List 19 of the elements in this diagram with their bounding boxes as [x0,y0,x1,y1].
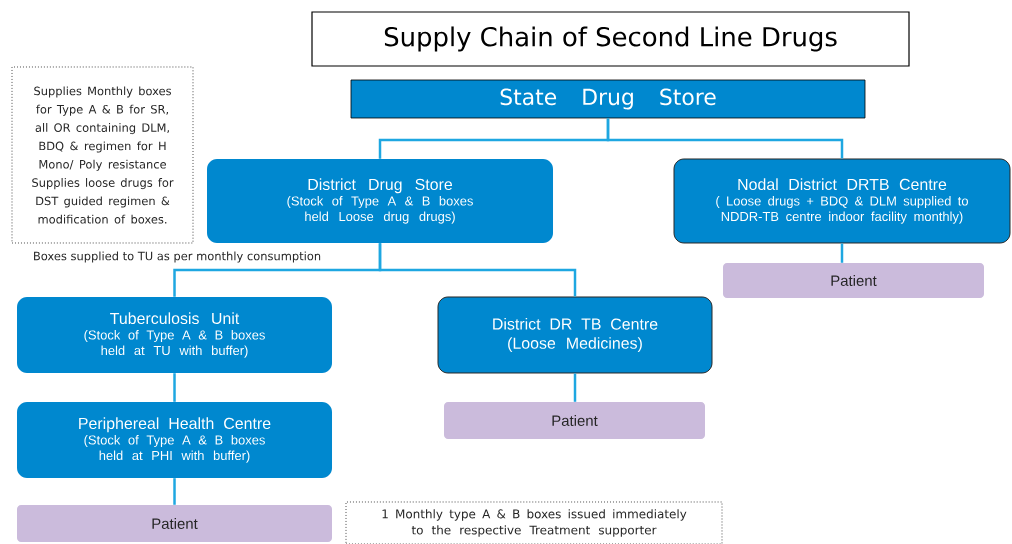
process-box: District DR TB Centre (Loose Medicines) [437,296,713,374]
process-box: District Drug Store (Stock of Type A & B boxes held Loose drug drugs) [207,159,553,243]
connector-line [378,243,577,297]
connector-line [606,118,844,159]
note-box: Supplies Monthly boxes for Type A & B for SR, all OR containing DLM, BDQ & regimen for H Mono/ Poly resistance Supplies loose drugs for DST guided regimen & modification of boxes. [11,66,194,244]
connector-line [573,373,577,402]
store-box: State Drug Store [350,79,866,119]
patient-box: Patient [723,263,984,298]
title-box: Supply Chain of Second Line Drugs [311,11,910,67]
connector-line [173,478,176,505]
process-box: Tuberculosis Unit (Stock of Type A & B boxes held at TU with buffer) [17,297,332,373]
patient-box: Patient [444,402,705,439]
note-text: Boxes supplied to TU as per monthly consumption [34,251,321,263]
patient-box: Patient [17,505,332,542]
process-box: Nodal District DRTB Centre ( Loose drugs + BDQ & DLM supplied to NDDR-TB centre indoor facility monthly) [673,158,1011,244]
connector-line [840,243,844,263]
connector-line [173,373,176,402]
process-box: Periphereal Health Centre (Stock of Type A & B boxes held at PHI with buffer) [17,402,332,478]
note-box: 1 Monthly type A & B boxes issued immediately to the respective Treatment supporter [345,501,723,544]
